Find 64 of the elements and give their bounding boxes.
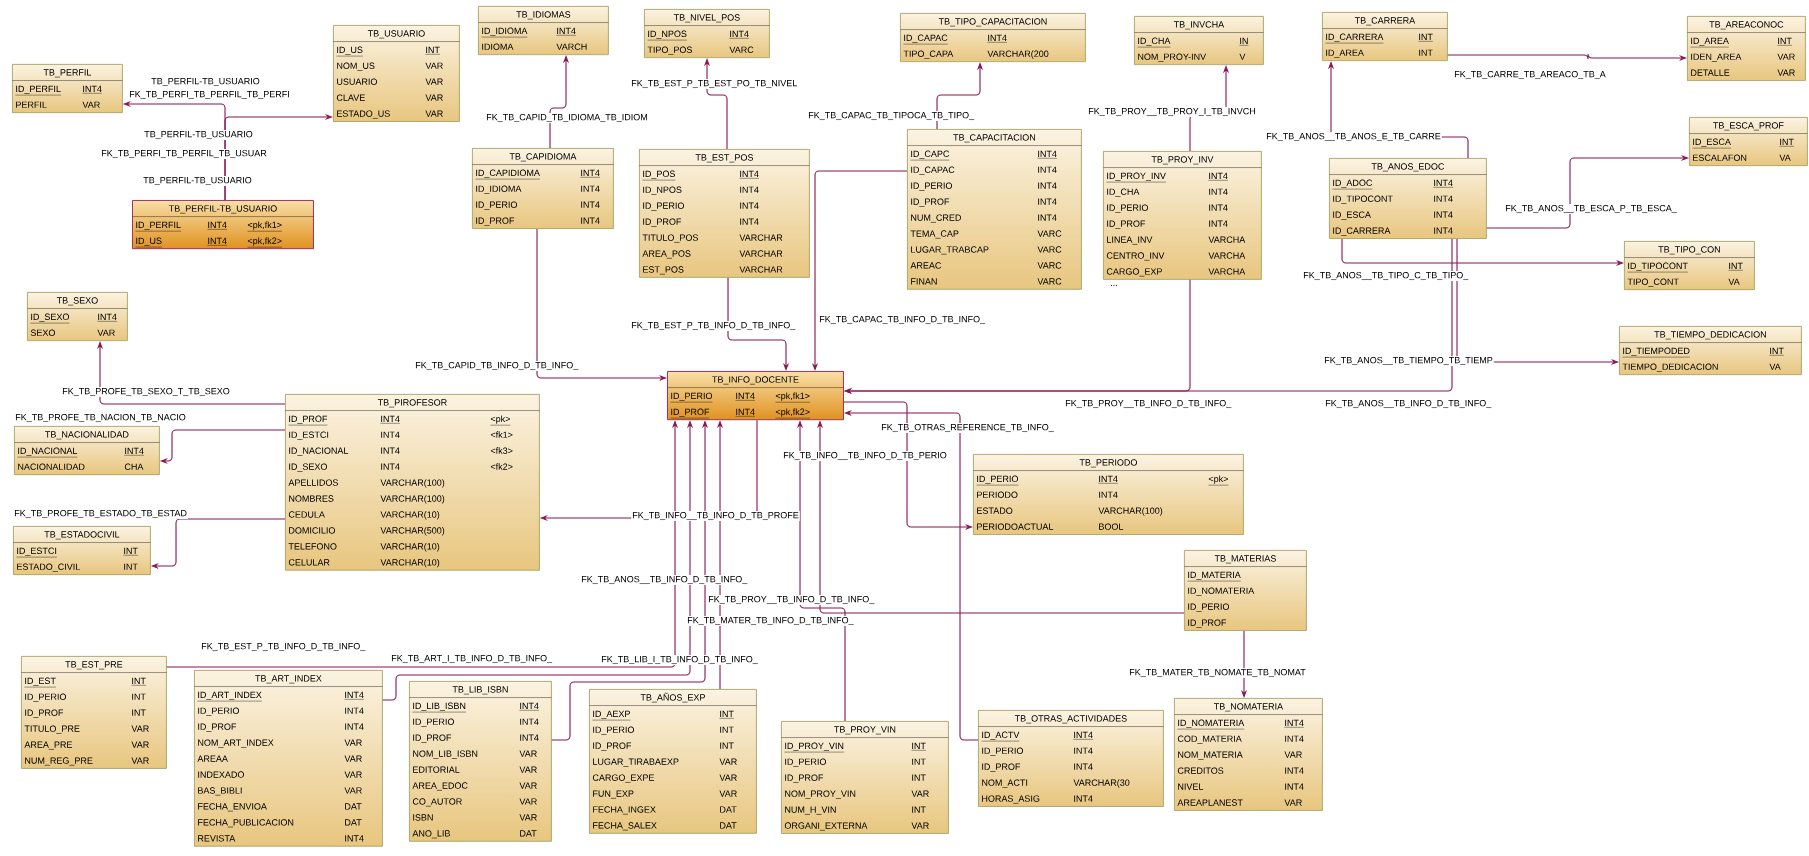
table-box: TB_CAPACITACION ID_CAPC INT4 ID_CAPAC INT4 ID_PERIO INT4 ID_PROF INT4 NUM_CRED INT4 TEMA_CAP VARC LUGAR_TRABCAP VARC AREAC VARC FINAN VARC [907, 129, 1082, 290]
edge-label: FK_TB_INFO__TB_INFO_D_TB_PERIO [782, 450, 948, 462]
table-box: TB_OTRAS_ACTIVIDADES ID_ACTV INT4 ID_PERIO INT4 ID_PROF INT4 NOM_ACTI VARCHAR(30 HORAS_ASIG INT4 [978, 710, 1164, 807]
table-box: TB_SEXO ID_SEXO INT4 SEXO VAR [27, 292, 128, 342]
edge-label: FK_TB_PROY__TB_PROY_I_TB_INVCH [1087, 106, 1257, 118]
table-box: TB_EST_POS ID_POS INT4 ID_NPOS INT4 ID_PERIO INT4 ID_PROF INT4 TITULO_POS VARCHAR AREA_POS VARCHAR EST_POS VARCHAR [639, 149, 810, 278]
table-box: TB_LIB_ISBN ID_LIB_ISBN INT4 ID_PERIO INT4 ID_PROF INT4 NOM_LIB_ISBN VAR EDITORIAL VAR AREA_EDOC VAR CO_AUTOR VAR ISBN VAR ANO_LIB DAT [409, 681, 552, 842]
role-label: TB_PERFIL-TB_USUARIO [150, 76, 261, 88]
table-box: TB_ESTADOCIVIL ID_ESTCI INT ESTADO_CIVIL INT [13, 526, 151, 576]
table-box: TB_AREACONOC ID_AREA INT IDEN_AREA VAR DETALLE VAR [1687, 16, 1806, 81]
table-box: TB_PIROFESOR ID_PROF INT4 <pk> ID_ESTCI INT4 <fk1> ID_NACIONAL INT4 <fk3> ID_SEXO INT4 <fk2> APELLIDOS VARCHAR(100) NOMBRES VARCHAR(100) CEDULA VARCHAR(10) DOMICILIO VARCHAR(500) TELEFONO VARCHAR(10) CELULAR VARCHAR(10) [285, 394, 540, 571]
table-box: TB_NIVEL_POS ID_NPOS INT4 TIPO_POS VARC [644, 9, 770, 59]
edge-label: FK_TB_CAPID_TB_INFO_D_TB_INFO_ [414, 360, 580, 372]
table-box: TB_ART_INDEX ID_ART_INDEX INT4 ID_PERIO INT4 ID_PROF INT4 NOM_ART_INDEX VAR AREAA VAR INDEXADO VAR BAS_BIBLI VAR FECHA_ENVIOA DAT FECHA_PUBLICACION DAT REVISTA INT4 [194, 670, 383, 847]
edge-label: FK_TB_ANOS__TB_TIPO_C_TB_TIPO_ [1302, 270, 1470, 282]
table-box: TB_TIEMPO_DEDICACION ID_TIEMPODED INT TIEMPO_DEDICACION VA [1619, 326, 1802, 376]
edge-label: FK_TB_MATER_TB_INFO_D_TB_INFO_ [686, 615, 855, 627]
edge-label: FK_TB_EST_P_TB_INFO_D_TB_INFO_ [200, 641, 367, 653]
edge-label: FK_TB_MATER_TB_NOMATE_TB_NOMAT [1128, 667, 1307, 679]
edge-label: FK_TB_ANOS__TB_INFO_D_TB_INFO_ [1324, 398, 1493, 410]
edge-label: FK_TB_CAPAC_TB_TIPOCA_TB_TIPO_ [807, 110, 976, 122]
table-box: TB_EST_PRE ID_EST INT ID_PERIO INT ID_PROF INT TITULO_PRE VAR AREA_PRE VAR NUM_REG_PRE VAR [21, 656, 167, 769]
edge-label: FK_TB_PERFI_TB_PERFIL_TB_USUAR [100, 148, 268, 160]
edge-label: FK_TB_EST_P_TB_EST_PO_TB_NIVEL [630, 78, 799, 90]
role-label: TB_PERFIL-TB_USUARIO [143, 129, 254, 141]
ellipsis-text: ... [1111, 285, 1117, 286]
table-box: TB_USUARIO ID_US INT NOM_US VAR USUARIO VAR CLAVE VAR ESTADO_US VAR [333, 25, 460, 122]
edge-label: FK_TB_ANOS__TB_INFO_D_TB_INFO_ [580, 574, 749, 586]
edge-label: FK_TB_PROY__TB_INFO_D_TB_INFO_ [707, 594, 876, 606]
edge-label: FK_TB_PROFE_TB_ESTADO_TB_ESTAD [13, 508, 188, 520]
role-label: TB_PERFIL-TB_USUARIO [142, 175, 253, 187]
edge-label: FK_TB_CAPID_TB_IDIOMA_TB_IDIOM [485, 112, 649, 124]
table-box: TB_INVCHA ID_CHA IN NOM_PROY-INV V [1134, 16, 1264, 66]
table-box: TB_CARRERA ID_CARRERA INT ID_AREA INT [1322, 12, 1448, 62]
table-box: TB_ANOS_EDOC ID_ADOC INT4 ID_TIPOCONT INT4 ID_ESCA INT4 ID_CARRERA INT4 [1329, 158, 1487, 239]
edge-label: FK_TB_LIB_I_TB_INFO_D_TB_INFO_ [600, 654, 759, 666]
table-box: TB_PERIODO ID_PERIO INT4 <pk> PERIODO INT4 ESTADO VARCHAR(100) PERIODOACTUAL BOOL [973, 454, 1244, 535]
table-box: TB_CAPIDIOMA ID_CAPIDIOMA INT4 ID_IDIOMA INT4 ID_PERIO INT4 ID_PROF INT4 [472, 148, 614, 229]
edge-label: FK_TB_ANOS__TB_ESCA_P_TB_ESCA_ [1504, 203, 1678, 215]
table-box: TB_ESCA_PROF ID_ESCA INT ESCALAFON VA [1689, 117, 1808, 167]
edge-label: FK_TB_ANOS__TB_ANOS_E_TB_CARRE [1265, 131, 1442, 143]
table-box: TB_TIPO_CAPACITACION ID_CAPAC INT4 TIPO_CAPA VARCHAR(200 [900, 13, 1086, 63]
table-box: TB_NOMATERIA ID_NOMATERIA INT4 COD_MATERIA INT4 NOM_MATERIA VAR CREDITOS INT4 NIVEL INT4 AREAPLANEST VAR [1174, 698, 1323, 811]
edge-label: FK_TB_CAPAC_TB_INFO_D_TB_INFO_ [818, 314, 987, 326]
edge-label: FK_TB_OTRAS_REFERENCE_TB_INFO_ [880, 422, 1055, 434]
edge-label: FK_TB_PERFI_TB_PERFIL_TB_PERFI [128, 90, 291, 100]
edge-label: FK_TB_EST_P_TB_INFO_D_TB_INFO_ [630, 320, 797, 332]
edge-label: FK_TB_ART_I_TB_INFO_D_TB_INFO_ [390, 653, 554, 665]
table-box: TB_MATERIAS ID_MATERIA ID_NOMATERIA ID_PERIO ID_PROF [1184, 550, 1307, 631]
table-box: TB_IDIOMAS ID_IDIOMA INT4 IDIOMA VARCH [478, 6, 609, 56]
table-box: TB_PERFIL ID_PERFIL INT4 PERFIL VAR [12, 64, 123, 114]
table-box: TB_PROY_INV ID_PROY_INV INT4 ID_CHA INT4 ID_PERIO INT4 ID_PROF INT4 LINEA_INV VARCHA CENTRO_INV VARCHA CARGO_EXP VARCHA [1103, 151, 1262, 280]
table-box: TB_TIPO_CON ID_TIPOCONT INT TIPO_CONT VA [1624, 241, 1755, 291]
edge-label: FK_TB_INFO__TB_INFO_D_TB_PROFE [631, 510, 800, 522]
edge-label: FK_TB_PROFE_TB_NACION_TB_NACIO [14, 412, 187, 424]
table-box: TB_INFO_DOCENTE ID_PERIO INT4 <pk,fk1> ID_PROF INT4 <pk,fk2> [667, 371, 844, 421]
edge-label: FK_TB_PROFE_TB_SEXO_T_TB_SEXO [61, 386, 231, 398]
table-box: TB_NACIONALIDAD ID_NACIONAL INT4 NACIONALIDAD CHA [14, 426, 160, 476]
table-box: TB_PROY_VIN ID_PROY_VIN INT ID_PERIO INT ID_PROF INT NOM_PROY_VIN VAR NUM_H_VIN INT ORGANI_EXTERNA VAR [781, 721, 949, 834]
table-box: TB_PERFIL-TB_USUARIO ID_PERFIL INT4 <pk,fk1> ID_US INT4 <pk,fk2> [132, 200, 314, 250]
edge-label: FK_TB_PROY__TB_INFO_D_TB_INFO_ [1064, 398, 1233, 410]
edge-label: FK_TB_CARRE_TB_AREACO_TB_A [1453, 69, 1607, 81]
edge-label: FK_TB_ANOS__TB_TIEMPO_TB_TIEMP [1323, 355, 1494, 367]
table-box: TB_AÑOS_EXP ID_AEXP INT ID_PERIO INT ID_PROF INT LUGAR_TIRABAEXP VAR CARGO_EXPE VAR FUN_EXP VAR FECHA_INGEX DAT FECHA_SALEX DAT [589, 689, 757, 834]
